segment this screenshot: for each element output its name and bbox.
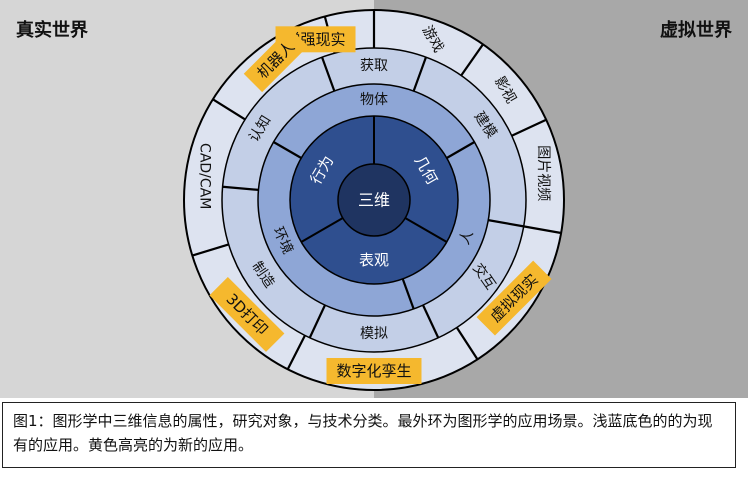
object-divider	[272, 141, 302, 159]
application-label-3: 图片视频	[535, 145, 551, 201]
application-divider	[523, 225, 562, 235]
virtual-world-title: 虚拟世界	[660, 19, 732, 41]
task-label-0: 获取	[360, 58, 388, 74]
real-world-title: 真实世界	[16, 19, 88, 41]
attribute-divider	[404, 217, 448, 243]
application-divider	[191, 243, 229, 257]
task-divider	[488, 219, 524, 228]
task-label-3: 模拟	[360, 326, 388, 342]
object-label-1: 人	[457, 228, 477, 247]
caption-text: 图1：图形学中三维信息的属性，研究对象，与技术分类。最外环为图形学的应用场景。浅…	[13, 412, 713, 454]
task-divider	[320, 56, 336, 92]
application-label-8-highlight	[243, 27, 309, 93]
application-divider	[460, 43, 484, 77]
object-divider	[446, 141, 476, 159]
attribute-divider	[300, 217, 344, 243]
application-label-6-highlight	[209, 276, 285, 352]
application-label-7: CAD/CAM	[197, 143, 213, 209]
attribute-label-2: 表观	[359, 251, 389, 269]
application-label-5-highlight	[326, 358, 422, 384]
task-divider	[308, 304, 326, 339]
object-divider	[401, 278, 415, 310]
rings-group: 增强现实游戏影视图片视频虚拟现实数字化孪生3D打印CAD/CAM机器人获取建模交…	[183, 9, 565, 391]
task-divider	[222, 185, 259, 191]
application-divider	[455, 326, 479, 360]
concentric-ring-diagram: 真实世界 虚拟世界 增强现实游戏影视图片视频虚拟现实数字化孪生3D打印CAD/C…	[0, 0, 748, 398]
application-divider	[286, 334, 306, 370]
object-label-0: 物体	[360, 92, 388, 108]
application-label-4-highlight	[476, 260, 552, 336]
application-label-5: 数字化孪生	[336, 362, 411, 380]
application-divider	[212, 98, 246, 121]
application-divider	[511, 118, 547, 137]
task-divider	[422, 304, 440, 339]
figure-caption: 图1：图形学中三维信息的属性，研究对象，与技术分类。最外环为图形学的应用场景。浅…	[2, 402, 736, 468]
core-label: 三维	[358, 191, 390, 210]
task-divider	[412, 56, 428, 92]
